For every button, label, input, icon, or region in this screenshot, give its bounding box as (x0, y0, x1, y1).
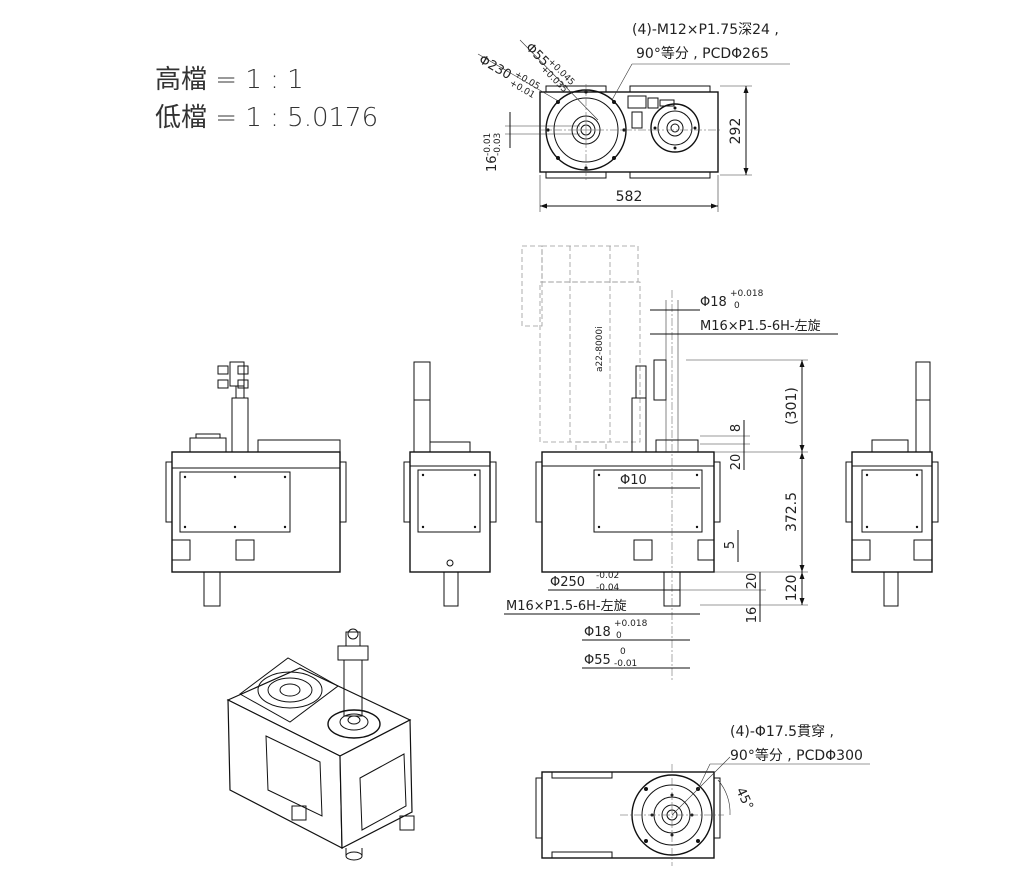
thread-top: M16×P1.5-6H-左旋 (700, 319, 821, 334)
dim-phi10: Φ10 (620, 473, 647, 488)
dim-120: 120 (784, 575, 800, 602)
bottom-dia55-tol-lower: -0.01 (614, 659, 637, 669)
dim-8: 8 (729, 424, 744, 432)
top-dia230: Φ230 (476, 52, 514, 83)
flange-dia: Φ250 (550, 575, 585, 590)
dim-5: 5 (723, 541, 738, 549)
bottom-dia55: Φ55 (584, 653, 611, 668)
top-note-line2: 90°等分 , PCDΦ265 (636, 45, 769, 62)
side-view-middle (403, 361, 497, 607)
top-note-line1: (4)-M12×P1.75深24 , (632, 22, 779, 38)
bottom-dia55-tol-upper: 0 (620, 647, 626, 657)
shaft-dia-top-tol-lower: 0 (734, 301, 740, 311)
bottom-note-line2: 90°等分 , PCDΦ300 (730, 747, 863, 764)
dim-301: (301) (784, 387, 800, 425)
dim-20-bottom: 20 (745, 573, 760, 590)
thread-bottom: M16×P1.5-6H-左旋 (506, 599, 627, 614)
motor-label: a22-8000i (595, 326, 605, 372)
top-key-tol-upper: -0.01 (483, 133, 493, 156)
ratio-high: 高檔 = 1 : 1 (155, 65, 304, 95)
isometric-view (226, 628, 415, 861)
flange-dia-tol-lower: -0.04 (596, 583, 620, 593)
ratio-low: 低檔 = 1 : 5.0176 (155, 103, 378, 133)
top-key-dim: 16 (485, 155, 500, 172)
top-view: 292 582 (4)-M12×P1.75深24 , 90°等分 , PCDΦ2… (476, 22, 790, 212)
shaft-dia-top-tol-upper: +0.018 (730, 289, 764, 299)
top-key-tol-lower: -0.03 (493, 133, 503, 156)
dim-16: 16 (745, 607, 760, 624)
top-width-dim: 582 (616, 189, 643, 205)
flange-dia-tol-upper: -0.02 (596, 571, 619, 581)
bottom-angle: 45° (732, 785, 755, 812)
shaft-dia-top: Φ18 (700, 295, 727, 310)
bottom-shaft-tol-upper: +0.018 (614, 619, 648, 629)
side-view-right (845, 361, 939, 607)
dim-20-top: 20 (729, 454, 744, 471)
bottom-note-line1: (4)-Φ17.5貫穿 , (730, 724, 834, 740)
bottom-shaft-dia: Φ18 (584, 625, 611, 640)
front-view: a22-8000i Φ18 +0.018 0 M16×P1.5-6H-左旋 (504, 245, 838, 680)
bottom-view: 45° (4)-Φ17.5貫穿 , 90°等分 , PCDΦ300 (535, 724, 870, 866)
side-view-left (165, 361, 347, 607)
bottom-shaft-tol-lower: 0 (616, 631, 622, 641)
dim-372-5: 372.5 (784, 492, 800, 532)
top-height-dim: 292 (728, 118, 744, 145)
